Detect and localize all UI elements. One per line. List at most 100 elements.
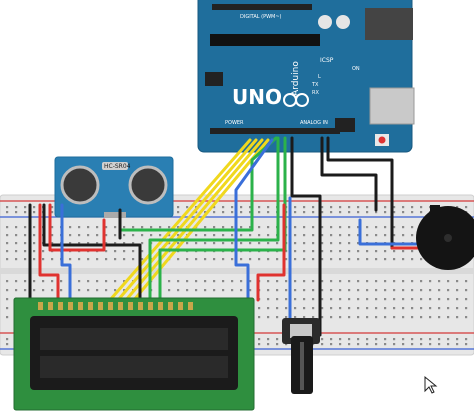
breadboard-hole <box>375 211 378 214</box>
breadboard-hole <box>258 206 261 209</box>
breadboard-hole <box>150 226 153 229</box>
breadboard-hole <box>348 206 351 209</box>
breadboard-hole <box>447 338 450 341</box>
breadboard-hole <box>321 289 324 292</box>
breadboard-hole <box>303 298 306 301</box>
breadboard-hole <box>465 316 468 319</box>
breadboard-hole <box>312 250 315 253</box>
breadboard-hole <box>465 289 468 292</box>
breadboard-hole <box>339 206 342 209</box>
breadboard-hole <box>393 338 396 341</box>
breadboard-hole <box>339 343 342 346</box>
breadboard-hole <box>339 242 342 245</box>
breadboard-hole <box>123 250 126 253</box>
breadboard-hole <box>384 226 387 229</box>
breadboard-hole <box>321 343 324 346</box>
breadboard-hole <box>177 242 180 245</box>
breadboard-hole <box>159 226 162 229</box>
breadboard-hole <box>393 289 396 292</box>
breadboard-hole <box>231 234 234 237</box>
breadboard-hole <box>375 307 378 310</box>
breadboard-hole <box>321 280 324 283</box>
breadboard-hole <box>402 211 405 214</box>
breadboard-hole <box>267 242 270 245</box>
breadboard-hole <box>249 289 252 292</box>
breadboard-hole <box>420 258 423 261</box>
breadboard-hole <box>285 307 288 310</box>
breadboard-hole <box>168 234 171 237</box>
breadboard-hole <box>15 258 18 261</box>
breadboard-hole <box>6 280 9 283</box>
breadboard-hole <box>24 242 27 245</box>
breadboard-hole <box>402 280 405 283</box>
breadboard-hole <box>33 211 36 214</box>
breadboard-hole <box>456 316 459 319</box>
breadboard-hole <box>204 211 207 214</box>
breadboard-hole <box>24 289 27 292</box>
breadboard-hole <box>168 226 171 229</box>
breadboard-hole <box>348 250 351 253</box>
breadboard-hole <box>420 343 423 346</box>
breadboard-hole <box>240 242 243 245</box>
on-label: ON <box>352 66 360 72</box>
breadboard-hole <box>330 316 333 319</box>
digital-label: DIGITAL (PWM~) <box>240 14 282 20</box>
breadboard-hole <box>33 289 36 292</box>
breadboard-hole <box>411 250 414 253</box>
breadboard-hole <box>465 280 468 283</box>
breadboard-hole <box>366 211 369 214</box>
breadboard-hole <box>384 280 387 283</box>
breadboard-hole <box>177 226 180 229</box>
breadboard-hole <box>429 316 432 319</box>
lcd-row-2 <box>40 356 228 378</box>
breadboard-hole <box>384 250 387 253</box>
breadboard-hole <box>339 211 342 214</box>
breadboard-hole <box>213 280 216 283</box>
arduino-label: Arduino <box>291 61 301 96</box>
breadboard-hole <box>411 258 414 261</box>
breadboard-hole <box>420 280 423 283</box>
breadboard-hole <box>303 316 306 319</box>
breadboard-hole <box>24 234 27 237</box>
breadboard-hole <box>267 211 270 214</box>
breadboard-hole <box>294 234 297 237</box>
breadboard-hole <box>42 280 45 283</box>
breadboard-hole <box>357 316 360 319</box>
breadboard-hole <box>24 280 27 283</box>
breadboard-hole <box>285 289 288 292</box>
breadboard-hole <box>6 307 9 310</box>
breadboard-hole <box>222 226 225 229</box>
breadboard-hole <box>447 316 450 319</box>
breadboard-hole <box>303 206 306 209</box>
breadboard-hole <box>447 298 450 301</box>
breadboard-hole <box>60 289 63 292</box>
breadboard-hole <box>438 316 441 319</box>
breadboard-hole <box>348 307 351 310</box>
breadboard-hole <box>321 298 324 301</box>
breadboard-hole <box>69 242 72 245</box>
breadboard-hole <box>114 258 117 261</box>
breadboard-hole <box>339 258 342 261</box>
breadboard-hole <box>123 242 126 245</box>
breadboard-hole <box>465 298 468 301</box>
breadboard-hole <box>231 226 234 229</box>
breadboard-hole <box>411 280 414 283</box>
breadboard-hole <box>366 234 369 237</box>
breadboard-hole <box>33 206 36 209</box>
breadboard-hole <box>150 234 153 237</box>
lcd-pin <box>68 302 73 310</box>
tx-label: TX <box>311 82 319 88</box>
breadboard-hole <box>33 250 36 253</box>
lcd-pin <box>78 302 83 310</box>
breadboard-hole <box>6 289 9 292</box>
breadboard-hole <box>195 289 198 292</box>
breadboard-hole <box>42 289 45 292</box>
l-label: L <box>318 74 321 80</box>
breadboard-hole <box>411 316 414 319</box>
lcd-pin <box>148 302 153 310</box>
breadboard-hole <box>276 289 279 292</box>
breadboard-hole <box>276 258 279 261</box>
breadboard-hole <box>438 289 441 292</box>
breadboard-hole <box>375 343 378 346</box>
breadboard-hole <box>177 289 180 292</box>
